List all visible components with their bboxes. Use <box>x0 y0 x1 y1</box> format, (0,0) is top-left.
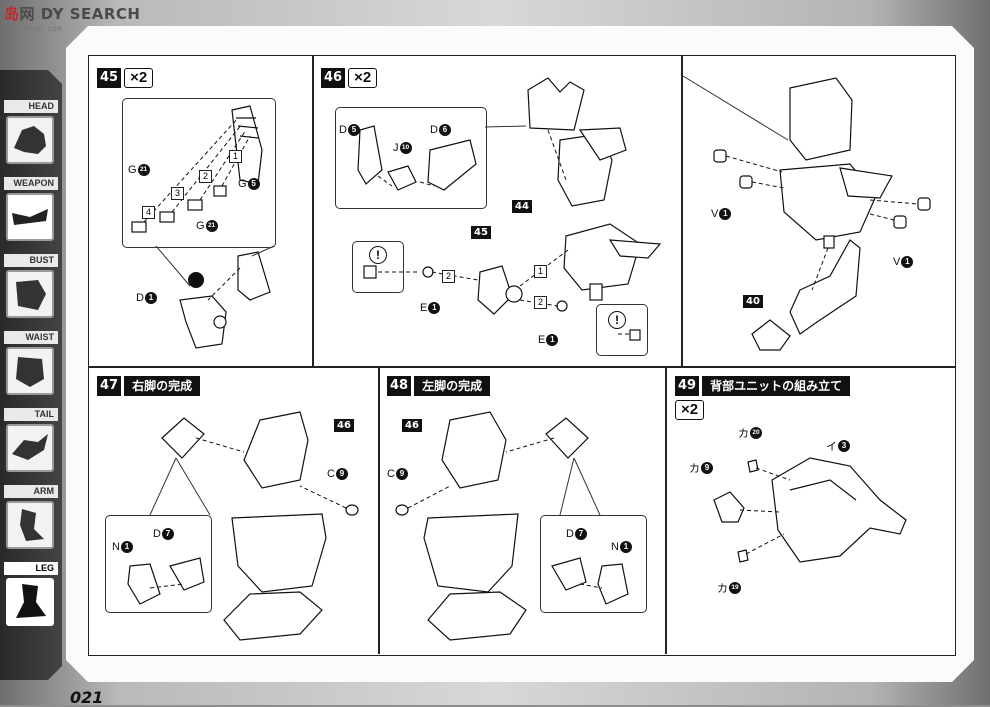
divider <box>681 56 683 367</box>
part-number-tag: 45 <box>471 226 491 239</box>
sidebar-tab-tail[interactable]: TAIL <box>2 408 58 480</box>
tab-label: ARM <box>4 485 58 498</box>
head-icon <box>6 116 54 164</box>
tab-label: LEG <box>4 562 58 575</box>
step-49-quantity: ×2 <box>675 400 705 420</box>
part-number-tag: 46 <box>334 419 354 432</box>
step-48-header: 48 左脚の完成 <box>387 376 491 396</box>
sidebar-tab-bust[interactable]: BUST <box>2 254 58 326</box>
order-tag: 2 <box>199 170 212 183</box>
warning-icon: ! <box>608 311 626 329</box>
page-number: 021 <box>70 688 104 707</box>
order-tag: 2 <box>534 296 547 309</box>
weapon-icon <box>6 193 54 241</box>
step-number: 47 <box>97 376 122 396</box>
warning-icon: ! <box>369 246 387 264</box>
tab-label: BUST <box>4 254 58 267</box>
step-title: 左脚の完成 <box>414 376 491 396</box>
divider <box>312 56 314 367</box>
watermark-url: dao-shop.com <box>4 24 62 33</box>
leg-icon <box>6 578 54 626</box>
quantity-badge: ×2 <box>124 68 154 88</box>
tail-icon <box>6 424 54 472</box>
step-45-header: 45 ×2 <box>97 68 154 88</box>
divider <box>665 367 667 654</box>
watermark-logo: 岛网 DY SEARCH <box>4 5 141 23</box>
step-45-arrow-icon <box>188 272 204 288</box>
tab-label: WAIST <box>4 331 58 344</box>
step-number: 46 <box>321 68 346 88</box>
part-number-tag: 46 <box>402 419 422 432</box>
order-tag: 3 <box>171 187 184 200</box>
sidebar-tab-weapon[interactable]: WEAPON <box>2 177 58 249</box>
order-tag: 1 <box>229 150 242 163</box>
part-number-tag: 44 <box>512 200 532 213</box>
step-number: 49 <box>675 376 700 396</box>
waist-icon <box>6 347 54 395</box>
sidebar-tab-waist[interactable]: WAIST <box>2 331 58 403</box>
divider <box>378 367 380 654</box>
quantity-badge: ×2 <box>675 400 705 420</box>
step-number: 45 <box>97 68 122 88</box>
sidebar-tab-arm[interactable]: ARM <box>2 485 58 557</box>
order-tag: 1 <box>534 265 547 278</box>
step-46-header: 46 ×2 <box>321 68 378 88</box>
quantity-badge: ×2 <box>348 68 378 88</box>
divider <box>89 366 955 368</box>
tab-label: HEAD <box>4 100 58 113</box>
arm-icon <box>6 501 54 549</box>
bust-icon <box>6 270 54 318</box>
step-48-foot-callout <box>540 515 647 613</box>
step-title: 背部ユニットの組み立て <box>702 376 851 396</box>
order-tag: 2 <box>442 270 455 283</box>
step-title: 右脚の完成 <box>124 376 201 396</box>
step-49-header: 49 背部ユニットの組み立て <box>675 376 851 396</box>
part-number-tag: 40 <box>743 295 763 308</box>
order-tag: 4 <box>142 206 155 219</box>
step-47-header: 47 右脚の完成 <box>97 376 201 396</box>
sidebar-tab-head[interactable]: HEAD <box>2 100 58 172</box>
tab-label: TAIL <box>4 408 58 421</box>
tab-label: WEAPON <box>4 177 58 190</box>
step-number: 48 <box>387 376 412 396</box>
sidebar-tab-leg[interactable]: LEG <box>2 562 58 634</box>
section-sidebar: HEAD WEAPON BUST WAIST TAIL ARM LEG <box>0 70 62 680</box>
